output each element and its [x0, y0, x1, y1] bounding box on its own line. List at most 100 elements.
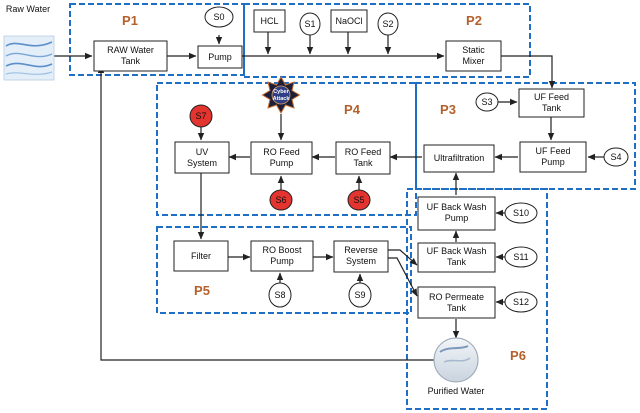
reverse-system-label-2: System [346, 256, 376, 266]
filter-label: Filter [191, 251, 211, 261]
uf-feed-pump-box [519, 141, 587, 173]
purified-water-icon [433, 337, 479, 383]
ultrafiltration-box [423, 144, 495, 173]
ro-boost-pump-box [250, 240, 314, 272]
purified-water-label: Purified Water [428, 386, 485, 396]
uf-backwash-pump-label-1: UF Back Wash [427, 202, 487, 212]
sensors [189, 6, 629, 313]
reverse-system-box [333, 240, 389, 273]
sensor-s0 [204, 6, 234, 28]
ro-feed-tank-label-1: RO Feed [345, 147, 382, 157]
raw-water-tank-label-2: Tank [121, 56, 141, 66]
uv-system-label-2: System [187, 158, 217, 168]
stage-p4-boundary [156, 82, 417, 216]
reverse-system-label-1: Reverse [344, 245, 378, 255]
ro-feed-tank-box [335, 141, 391, 175]
raw-water-tank-box [93, 40, 168, 72]
uf-feed-tank-label-2: Tank [542, 103, 562, 113]
ultrafiltration-label: Ultrafiltration [434, 153, 485, 163]
ro-permeate-tank-label-2: Tank [447, 303, 467, 313]
hcl-label: HCL [260, 16, 278, 26]
stage-label-p4: P4 [344, 102, 361, 117]
sensor-s5 [347, 189, 371, 211]
flow-return-to-raw-tank [97, 65, 437, 361]
stage-p5-boundary [156, 226, 412, 314]
sensor-s6-label: S6 [275, 195, 286, 205]
sensor-s12 [504, 291, 538, 313]
ro-feed-pump-label-2: Pump [270, 158, 294, 168]
sensor-s8 [268, 282, 292, 308]
sensor-s10 [504, 202, 538, 224]
sensor-s2 [377, 12, 399, 36]
uf-feed-tank-label-1: UF Feed [534, 92, 569, 102]
hcl-box [253, 9, 286, 33]
filter-box [173, 240, 229, 272]
sensor-s2-label: S2 [382, 19, 393, 29]
sensor-s3-label: S3 [481, 97, 492, 107]
pump-p1-box [197, 45, 243, 69]
static-mixer-label-2: Mixer [463, 56, 485, 66]
cyber-attack-label-1: Cyber [273, 89, 289, 95]
raw-water-label: Raw Water [6, 4, 50, 14]
raw-water-tank-label-1: RAW Water [107, 45, 154, 55]
ro-permeate-tank-label-1: RO Permeate [429, 292, 484, 302]
raw-water-icon [3, 35, 55, 81]
sensor-s10-label: S10 [513, 208, 529, 218]
purified-water: Purified Water [428, 337, 485, 396]
sensor-s6 [269, 189, 293, 211]
uf-backwash-tank-box [417, 242, 496, 273]
stage-label-p1: P1 [122, 13, 138, 28]
ro-feed-pump-box [250, 141, 313, 175]
stage-label-p5: P5 [194, 283, 210, 298]
flow-reverse-to-permeate-tank [388, 257, 418, 297]
ro-permeate-tank-box [417, 286, 496, 319]
static-mixer-label-1: Static [462, 45, 485, 55]
process-boxes [93, 9, 587, 319]
uf-backwash-pump-label-2: Pump [445, 213, 469, 223]
flow-reverse-to-backwash-tank [388, 249, 418, 266]
uf-feed-tank-box [518, 88, 585, 118]
uf-feed-pump-label-1: UF Feed [535, 146, 570, 156]
sensor-s12-label: S12 [513, 297, 529, 307]
uv-system-box [174, 141, 230, 174]
naocl-box [330, 9, 368, 33]
sensor-s8-label: S8 [274, 290, 285, 300]
uf-feed-pump-label-2: Pump [541, 157, 565, 167]
stage-label-p6: P6 [510, 348, 526, 363]
uf-backwash-tank-label-2: Tank [447, 257, 467, 267]
sensor-s5-label: S5 [353, 195, 364, 205]
raw-water-source: Raw Water [3, 4, 55, 81]
sensor-s9 [348, 282, 372, 308]
sensor-s3 [475, 92, 499, 112]
stage-p1-boundary [69, 3, 245, 76]
uv-system-label-1: UV [196, 147, 209, 157]
static-mixer-box [445, 40, 502, 72]
stage-boundaries [69, 3, 636, 410]
sensor-s4 [603, 147, 629, 167]
ro-feed-tank-label-2: Tank [353, 158, 373, 168]
sensor-s7-label: S7 [195, 111, 206, 121]
sensor-s7 [189, 104, 213, 128]
ro-boost-pump-label-1: RO Boost [262, 245, 302, 255]
sensor-s1 [299, 12, 321, 36]
ro-feed-pump-label-1: RO Feed [263, 147, 300, 157]
sensor-s11-label: S11 [513, 252, 528, 262]
sensor-s9-label: S9 [354, 290, 365, 300]
cyber-attack-label-2: Attack [273, 96, 291, 102]
stage-label-p2: P2 [466, 13, 482, 28]
uf-backwash-pump-box [417, 196, 496, 231]
ro-boost-pump-label-2: Pump [270, 256, 294, 266]
sensor-s0-label: S0 [213, 12, 224, 22]
cyber-attack-icon: Cyber Attack [261, 75, 301, 115]
naocl-label: NaOCl [335, 16, 362, 26]
sensor-s1-label: S1 [304, 19, 315, 29]
sensor-s11 [504, 246, 538, 268]
stage-label-p3: P3 [440, 102, 456, 117]
flow-mixer-to-uf-tank [501, 55, 556, 89]
flow-lines [54, 32, 604, 361]
uf-backwash-tank-label-1: UF Back Wash [427, 246, 487, 256]
sensor-s4-label: S4 [610, 152, 621, 162]
pump-p1-label: Pump [208, 52, 232, 62]
